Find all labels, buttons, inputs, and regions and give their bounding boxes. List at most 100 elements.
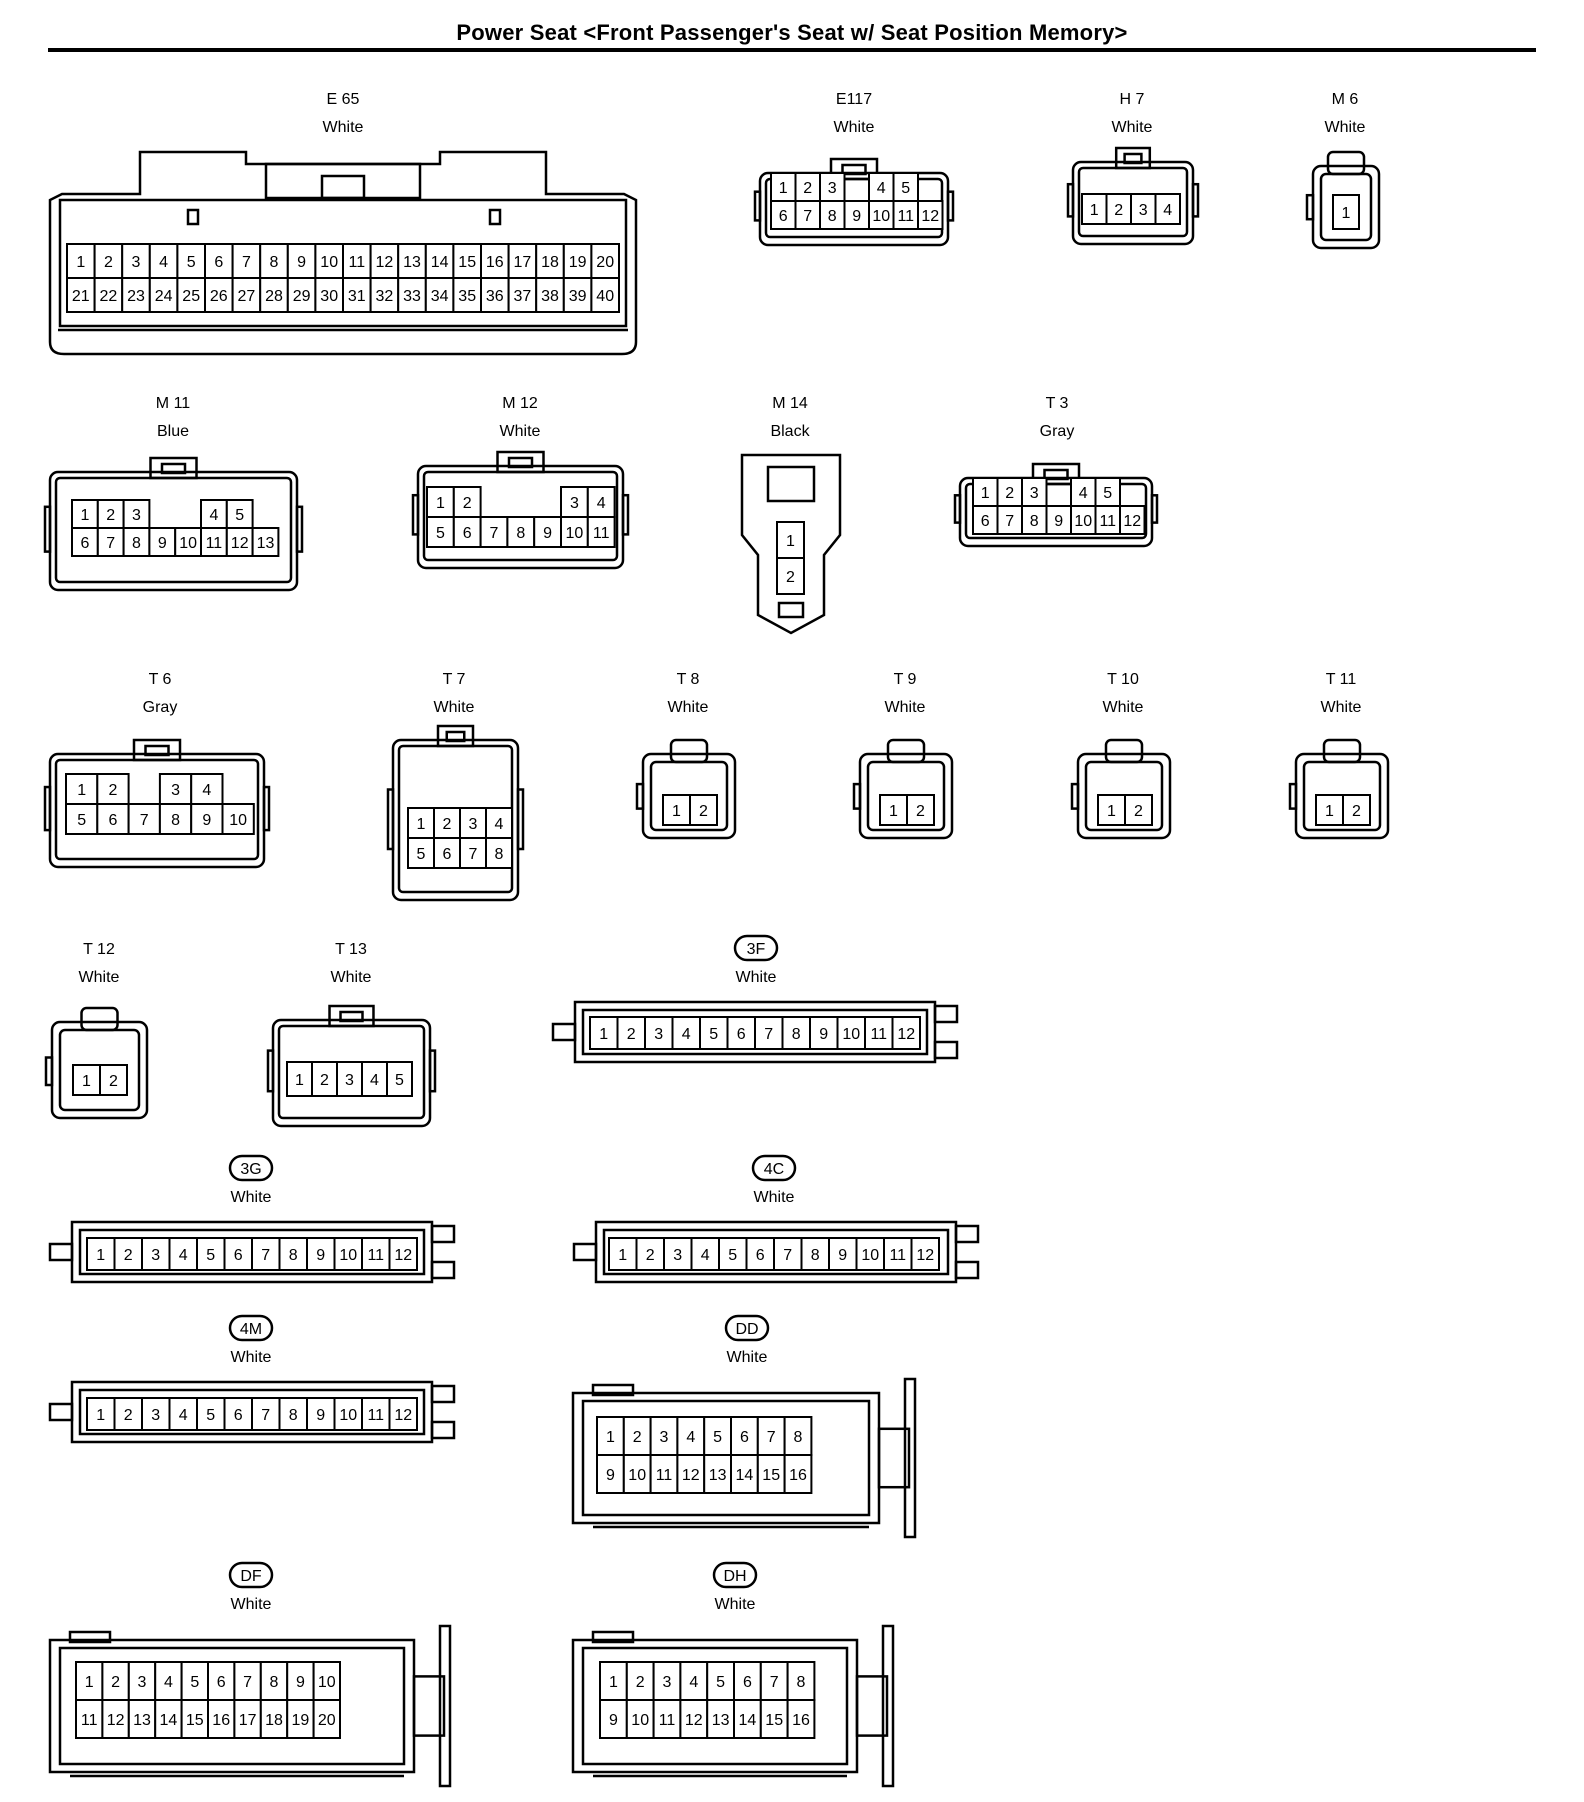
pin-number: 8 — [797, 1674, 806, 1691]
pin-number: 35 — [458, 288, 476, 305]
pin-number: 17 — [239, 1712, 257, 1729]
pin-cell — [397, 243, 427, 279]
pin-number: 16 — [486, 254, 504, 271]
pin-number: 1 — [609, 1674, 618, 1691]
pin-cell — [733, 1661, 762, 1701]
pin-number: 7 — [243, 1674, 252, 1691]
connector-id: T 3 — [1046, 395, 1069, 412]
pin-number: 30 — [320, 288, 338, 305]
pin-cell — [176, 277, 206, 313]
pin-cell — [1081, 193, 1108, 225]
connector-color: White — [434, 699, 475, 716]
connector-color: Blue — [157, 423, 189, 440]
connector-id-oval — [228, 1561, 274, 1589]
pin-number: 2 — [803, 180, 812, 197]
connector-color: White — [323, 119, 364, 136]
pin-number: 8 — [1030, 513, 1039, 530]
pin-cell — [231, 277, 262, 313]
pin-number: 9 — [316, 1247, 325, 1264]
pin-number: 20 — [596, 254, 614, 271]
pin-cell — [906, 794, 935, 826]
pin-number: 12 — [897, 1026, 915, 1043]
pin-number: 5 — [709, 1026, 718, 1043]
pin-number: 7 — [1005, 513, 1014, 530]
pin-number: 3 — [132, 254, 141, 271]
pin-number: 9 — [158, 535, 167, 552]
connector-id: M 6 — [1332, 91, 1359, 108]
pin-cell — [190, 773, 224, 805]
pin-number: 13 — [709, 1467, 727, 1484]
pin-cell — [259, 1699, 289, 1739]
pin-number: 2 — [443, 816, 452, 833]
pin-number: 36 — [486, 288, 504, 305]
pin-number: 11 — [1099, 513, 1116, 530]
connector-id: DH — [723, 1568, 746, 1585]
pin-number: 5 — [190, 1674, 199, 1691]
pin-number: 13 — [403, 254, 421, 271]
pin-cell — [836, 1016, 866, 1050]
pin-cell — [1154, 193, 1181, 225]
pin-cell — [278, 1397, 308, 1431]
pin-number: 21 — [72, 288, 90, 305]
pin-number: 7 — [770, 1674, 779, 1691]
pin-number: 8 — [289, 1407, 298, 1424]
pin-number: 4 — [179, 1407, 188, 1424]
pin-number: 8 — [132, 535, 141, 552]
pin-number: 8 — [270, 1674, 279, 1691]
pin-number: 3 — [654, 1026, 663, 1043]
pin-cell — [718, 1237, 748, 1271]
pin-cell — [756, 1454, 786, 1494]
pin-cell — [730, 1416, 759, 1456]
pin-number: 1 — [779, 180, 788, 197]
pin-cell — [148, 527, 177, 557]
pin-number: 10 — [842, 1026, 860, 1043]
pin-number: 4 — [1079, 485, 1088, 502]
connector-id: M 11 — [156, 395, 190, 412]
connector-id: T 12 — [83, 941, 115, 958]
pin-number: 12 — [107, 1712, 125, 1729]
housing-inner — [602, 1228, 950, 1276]
pin-cell — [388, 1397, 418, 1431]
pin-number: 11 — [367, 1247, 384, 1264]
pin-number: 9 — [606, 1467, 615, 1484]
pin-cell — [608, 1237, 638, 1271]
pin-number: 5 — [713, 1429, 722, 1446]
pin-number: 2 — [636, 1674, 645, 1691]
pin-number: 6 — [214, 254, 223, 271]
pin-cell — [223, 1397, 253, 1431]
pin-number: 12 — [685, 1712, 703, 1729]
pin-number: 2 — [699, 803, 708, 820]
pin-number: 4 — [179, 1247, 188, 1264]
connector-id: 4C — [764, 1161, 784, 1178]
pin-cell — [689, 794, 718, 826]
pin-number: 1 — [981, 485, 990, 502]
connector-id-oval — [228, 1314, 274, 1342]
housing-lock — [1104, 738, 1144, 764]
pin-number: 5 — [206, 1407, 215, 1424]
pin-cell — [141, 1237, 171, 1271]
pin-cell — [314, 277, 344, 313]
pin-number: 10 — [631, 1712, 649, 1729]
pin-number: 3 — [1030, 485, 1039, 502]
pin-cell — [93, 277, 124, 313]
pin-cell — [251, 527, 280, 557]
connector-id: T 8 — [677, 671, 700, 688]
pin-number: 3 — [345, 1072, 354, 1089]
pin-cell — [122, 527, 151, 557]
pin-cell — [759, 1699, 789, 1739]
pin-number: 1 — [889, 803, 898, 820]
pin-number: 8 — [516, 525, 525, 542]
pin-cell — [342, 277, 372, 313]
pin-number: 9 — [852, 208, 861, 225]
pin-number: 11 — [870, 1026, 887, 1043]
pin-number: 26 — [210, 288, 228, 305]
